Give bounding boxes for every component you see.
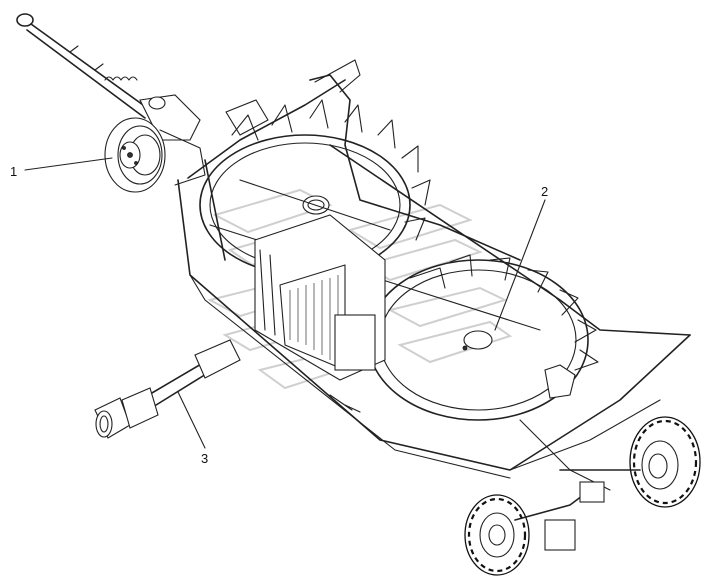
leader-line-3 bbox=[177, 391, 206, 449]
right-rotor-disc bbox=[367, 254, 661, 471]
leader-line-2 bbox=[494, 199, 546, 331]
conditioner-roller bbox=[254, 214, 386, 413]
left-wheel bbox=[464, 489, 591, 576]
leader-line-1 bbox=[24, 157, 113, 171]
drawbar bbox=[16, 13, 201, 141]
callout-label-2: 2 bbox=[541, 184, 548, 199]
drive-pulley bbox=[104, 117, 206, 193]
pto-shaft bbox=[94, 339, 241, 439]
callout-label-1: 1 bbox=[10, 164, 17, 179]
callout-leaders bbox=[24, 157, 546, 449]
callout-label-3: 3 bbox=[201, 451, 208, 466]
main-frame bbox=[177, 59, 691, 491]
right-wheel bbox=[559, 416, 701, 508]
